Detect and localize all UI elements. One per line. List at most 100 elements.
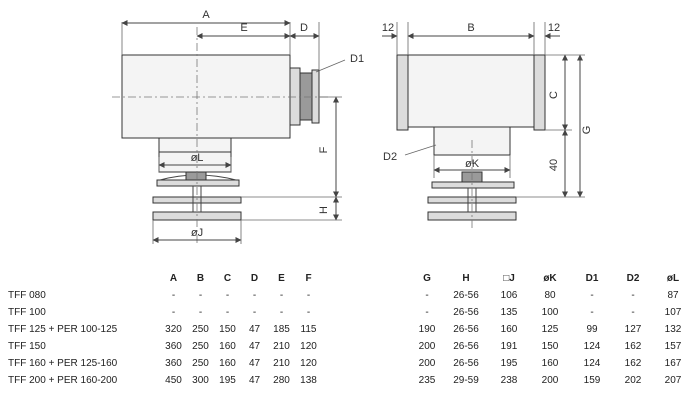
- value-cell: -: [252, 290, 257, 301]
- value-cell: 29-59: [453, 375, 479, 386]
- value-cell: -: [425, 307, 429, 318]
- dim-c-label: C: [548, 91, 560, 99]
- value-cell: -: [252, 307, 257, 318]
- model-cell: TFF 150: [8, 341, 46, 352]
- value-cell: 87: [667, 290, 679, 301]
- table-row: TFF 200 + PER 160-200 450 300 195 47 280…: [8, 372, 322, 389]
- value-cell: 120: [300, 358, 317, 369]
- table-row: - 26-56 135 100 - - 107: [410, 304, 694, 321]
- duct-spigot: [289, 67, 301, 126]
- value-cell: 195: [219, 375, 236, 386]
- table-row: - 26-56 106 80 - - 87: [410, 287, 694, 304]
- value-cell: 138: [300, 375, 317, 386]
- value-cell: 159: [583, 375, 601, 386]
- table-row: 200 26-56 191 150 124 162 157: [410, 338, 694, 355]
- value-cell: 80: [544, 290, 556, 301]
- value-cell: 150: [541, 341, 559, 352]
- value-cell: 250: [192, 358, 209, 369]
- value-cell: 320: [165, 324, 182, 335]
- value-cell: -: [279, 307, 284, 318]
- column-header: øK: [543, 273, 557, 284]
- value-cell: -: [198, 307, 203, 318]
- column-header: E: [278, 273, 285, 284]
- value-cell: 157: [664, 341, 682, 352]
- spigot-seal: [311, 69, 320, 124]
- valve-disc: [156, 179, 240, 187]
- value-cell: 207: [664, 375, 682, 386]
- value-cell: 26-56: [453, 324, 479, 335]
- value-cell: 200: [541, 375, 559, 386]
- value-cell: 125: [541, 324, 559, 335]
- value-cell: 26-56: [453, 290, 479, 301]
- model-cell: TFF 200 + PER 160-200: [8, 375, 118, 386]
- column-header: H: [462, 273, 470, 284]
- value-cell: 238: [500, 375, 518, 386]
- value-cell: 167: [664, 358, 682, 369]
- dim-d2-label: D2: [383, 151, 397, 163]
- side-view: A E D D1 F H øL øJ: [112, 9, 364, 245]
- table-header-row: G H □J øK D1 D2 øL: [410, 270, 694, 287]
- value-cell: 200: [418, 358, 436, 369]
- table-row: 235 29-59 238 200 159 202 207: [410, 372, 694, 389]
- value-cell: 47: [248, 375, 261, 386]
- value-cell: 99: [586, 324, 598, 335]
- spigot-ring: [299, 72, 313, 121]
- model-cell: TFF 080: [8, 290, 46, 301]
- value-cell: 250: [192, 324, 209, 335]
- value-cell: 185: [273, 324, 290, 335]
- value-cell: -: [306, 307, 311, 318]
- value-cell: 127: [624, 324, 642, 335]
- table-header-row: A B C D E F: [8, 270, 322, 287]
- value-cell: 26-56: [453, 358, 479, 369]
- value-cell: 124: [583, 341, 601, 352]
- value-cell: 191: [500, 341, 518, 352]
- model-column-header: [8, 270, 160, 287]
- dim-ok-label: øK: [465, 158, 480, 170]
- table-row: TFF 100 - - - - - -: [8, 304, 322, 321]
- column-header: □J: [503, 273, 515, 284]
- spec-table-right: G H □J øK D1 D2 øL - 26-56 106 80 - - 87…: [410, 270, 694, 389]
- value-cell: 360: [165, 358, 182, 369]
- table-row: TFF 080 - - - - - -: [8, 287, 322, 304]
- value-cell: 107: [664, 307, 682, 318]
- diffuser-plate-upper: [152, 196, 242, 204]
- value-cell: 195: [500, 358, 518, 369]
- value-cell: 160: [219, 358, 236, 369]
- model-cell: TFF 125 + PER 100-125: [8, 324, 118, 335]
- value-cell: -: [306, 290, 311, 301]
- front-valve-disc: [431, 181, 515, 189]
- value-cell: -: [631, 307, 635, 318]
- value-cell: -: [425, 290, 429, 301]
- value-cell: 210: [273, 341, 290, 352]
- column-header: C: [223, 273, 232, 284]
- front-flange-right: [533, 54, 546, 131]
- dim-40-label: 40: [548, 159, 560, 171]
- dim-e-label: E: [240, 22, 247, 34]
- value-cell: 47: [248, 324, 261, 335]
- value-cell: -: [171, 290, 176, 301]
- value-cell: 280: [273, 375, 290, 386]
- value-cell: -: [279, 290, 284, 301]
- value-cell: -: [590, 307, 594, 318]
- front-flange-left: [396, 54, 409, 131]
- column-header: D: [250, 273, 259, 284]
- dim-d-label: D: [300, 22, 308, 34]
- value-cell: 210: [273, 358, 290, 369]
- table-row: 200 26-56 195 160 124 162 167: [410, 355, 694, 372]
- table-row: 190 26-56 160 125 99 127 132: [410, 321, 694, 338]
- value-cell: 115: [300, 324, 317, 335]
- value-cell: 100: [541, 307, 559, 318]
- diffuser-plate-lower: [152, 211, 242, 221]
- column-header: G: [423, 273, 431, 284]
- value-cell: -: [590, 290, 594, 301]
- value-cell: 26-56: [453, 341, 479, 352]
- technical-drawing: A E D D1 F H øL øJ: [112, 9, 593, 245]
- value-cell: 135: [500, 307, 518, 318]
- table-row: TFF 160 + PER 125-160 360 250 160 47 210…: [8, 355, 322, 372]
- value-cell: 120: [300, 341, 317, 352]
- value-cell: -: [225, 307, 230, 318]
- dim-f-label: F: [318, 146, 330, 153]
- model-cell: TFF 100: [8, 307, 46, 318]
- valve-cap: [185, 171, 207, 181]
- bottom-neck: [158, 137, 232, 153]
